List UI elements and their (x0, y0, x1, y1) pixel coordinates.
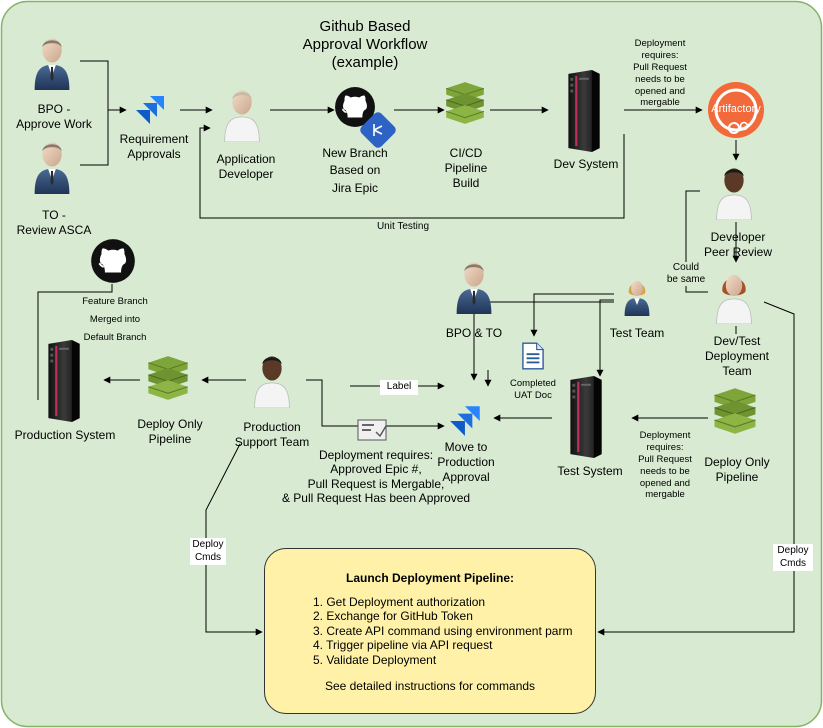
edge-prod-to-github (37, 284, 113, 400)
dev-requirement-note: Deployment requires: Pull Request needs … (633, 38, 687, 109)
launch-step: 5. Validate Deployment (313, 652, 437, 667)
deploy-cmds-right-tag: Deploy Cmds (773, 544, 813, 571)
unit-testing-label: Unit Testing (376, 221, 430, 232)
bpo-to-label: BPO & TO (445, 326, 503, 340)
diagram-title: Github Based Approval Workflow (example) (270, 18, 460, 72)
artifactory-label: Artifactory (711, 103, 761, 115)
to-review-label: TO - Review ASCA (16, 208, 92, 237)
launch-step: 4. Trigger pipeline via API request (313, 638, 493, 653)
edge-support-to-launch (205, 443, 263, 636)
launch-step: 3. Create API command using environment … (313, 623, 573, 638)
move-to-prod-label: Move to Production Approval (437, 440, 495, 484)
certificate-icon (357, 419, 387, 441)
dev-system-icon (568, 70, 600, 152)
label-tag: Label (380, 380, 418, 395)
prod-support-label: Production Support Team (234, 420, 310, 449)
edge-bpo-to-approvals (80, 60, 127, 114)
title-line-3: (example) (331, 54, 399, 71)
deploy-only-prod-icon (147, 355, 189, 401)
title-line-1: Github Based (319, 18, 411, 35)
devtest-team-label: Dev/Test Deployment Team (694, 334, 780, 379)
peer-review-label: Developer Peer Review (703, 230, 773, 259)
launch-step: 1. Get Deployment authorization (313, 595, 486, 609)
title-line-2: Approval Workflow (302, 36, 428, 53)
deploy-cmds-left-tag: Deploy Cmds (190, 538, 226, 565)
github-merged-label: Feature Branch Merged into Default Branc… (82, 296, 148, 344)
uat-doc-icon (522, 342, 544, 370)
new-branch-label: New Branch Based on Jira Epic (322, 146, 388, 195)
launch-footer: See detailed instructions for commands (324, 679, 536, 693)
launch-step: 2. Exchange for GitHub Token (313, 609, 473, 624)
test-requirement-note: Deployment requires: Pull Request needs … (638, 430, 692, 501)
cicd-pipeline-label: CI/CD Pipeline Build (444, 146, 488, 190)
edge-devtest-to-launch (597, 301, 795, 636)
deploy-only-test-label: Deploy Only Pipeline (704, 455, 770, 484)
new-branch-jira-badge (360, 112, 396, 148)
deploy-only-prod-label: Deploy Only Pipeline (137, 417, 203, 446)
test-team-label: Test Team (609, 326, 665, 340)
test-system-label: Test System (557, 464, 623, 478)
edge-testteam-to-testsystem (596, 299, 614, 377)
bpo-approve-label: BPO - Approve Work (16, 102, 92, 131)
cicd-pipeline-icon (445, 81, 485, 125)
could-be-same-label: Could be same (660, 262, 712, 286)
test-system-icon (570, 376, 602, 458)
launch-deployment-box: Launch Deployment Pipeline: 1. Get Deplo… (264, 548, 596, 714)
edge-unit-testing-loop (199, 124, 625, 219)
launch-title: Launch Deployment Pipeline: (345, 571, 515, 585)
deploy-only-test-icon (713, 387, 757, 435)
edge-could-be-same (685, 190, 708, 293)
production-system-label: Production System (14, 428, 116, 442)
edge-to-to-approvals (80, 110, 109, 166)
production-system-icon (48, 340, 80, 422)
app-developer-label: Application Developer (216, 152, 276, 181)
launch-steps-list: 1. Get Deployment authorization 2. Excha… (313, 595, 572, 667)
uat-doc-label: Completed UAT Doc (510, 378, 556, 401)
prod-requirement-note: Deployment requires: Approved Epic #, Pu… (281, 448, 471, 506)
dev-system-label: Dev System (553, 157, 619, 171)
edge-testteam-to-bpo (530, 293, 614, 337)
github-merged-icon (90, 238, 136, 284)
artifactory-icon (708, 82, 764, 138)
requirement-approvals-label: Requirement Approvals (119, 132, 189, 161)
